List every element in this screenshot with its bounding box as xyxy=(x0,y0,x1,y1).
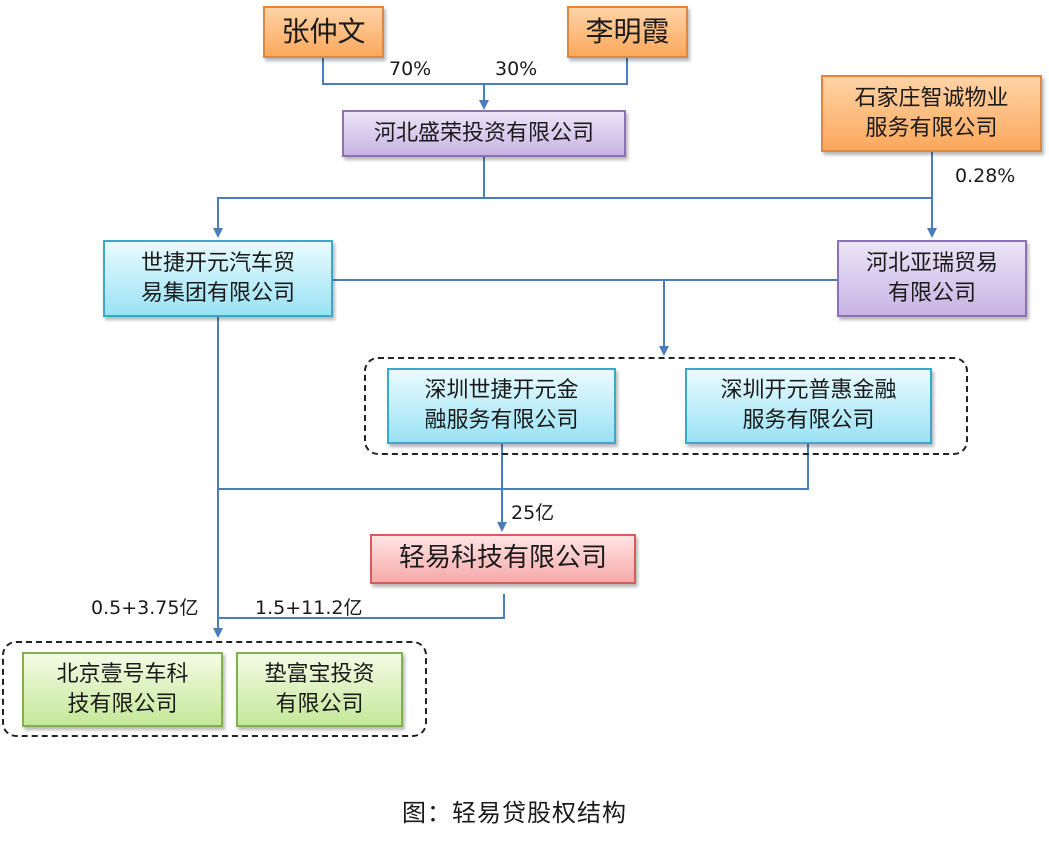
figure-caption: 图：轻易贷股权结构 xyxy=(402,799,627,827)
link-shenzhen-kaiyuan-down xyxy=(218,444,809,490)
node-beijing-yihao: 北京壹号车科 技有限公司 xyxy=(22,652,223,727)
node-shijiazhuang: 石家庄智诚物业 服务有限公司 xyxy=(821,75,1042,152)
node-hebei-yarui: 河北亚瑞贸易 有限公司 xyxy=(837,240,1027,317)
node-shenzhen-kaiyuan: 深圳开元普惠金融 服务有限公司 xyxy=(685,368,932,444)
node-qingyi: 轻易科技有限公司 xyxy=(370,534,636,584)
shenzhen-group xyxy=(364,357,968,455)
bottom-group xyxy=(2,641,427,737)
node-dianfubao: 垫富宝投资 有限公司 xyxy=(236,652,403,727)
link-qingyi-to-bottom xyxy=(218,594,505,619)
label-pct-zhang: 70% xyxy=(389,58,432,80)
node-hebei-shengrong: 河北盛荣投资有限公司 xyxy=(342,110,626,157)
label-amount-qingyi: 25亿 xyxy=(511,502,555,524)
node-zhang: 张仲文 xyxy=(263,6,384,58)
link-zhang-to-shengrong xyxy=(322,58,628,85)
label-amount-right: 1.5+11.2亿 xyxy=(255,597,363,619)
node-li: 李明霞 xyxy=(567,6,688,58)
node-shijie-kaiyuan: 世捷开元汽车贸 易集团有限公司 xyxy=(103,240,333,317)
node-shenzhen-shijie: 深圳世捷开元金 融服务有限公司 xyxy=(387,368,616,444)
label-amount-left: 0.5+3.75亿 xyxy=(91,597,199,619)
label-pct-shijiazhuang: 0.28% xyxy=(955,165,1016,187)
label-pct-li: 30% xyxy=(495,58,538,80)
arrow-to-shijie xyxy=(213,197,484,238)
